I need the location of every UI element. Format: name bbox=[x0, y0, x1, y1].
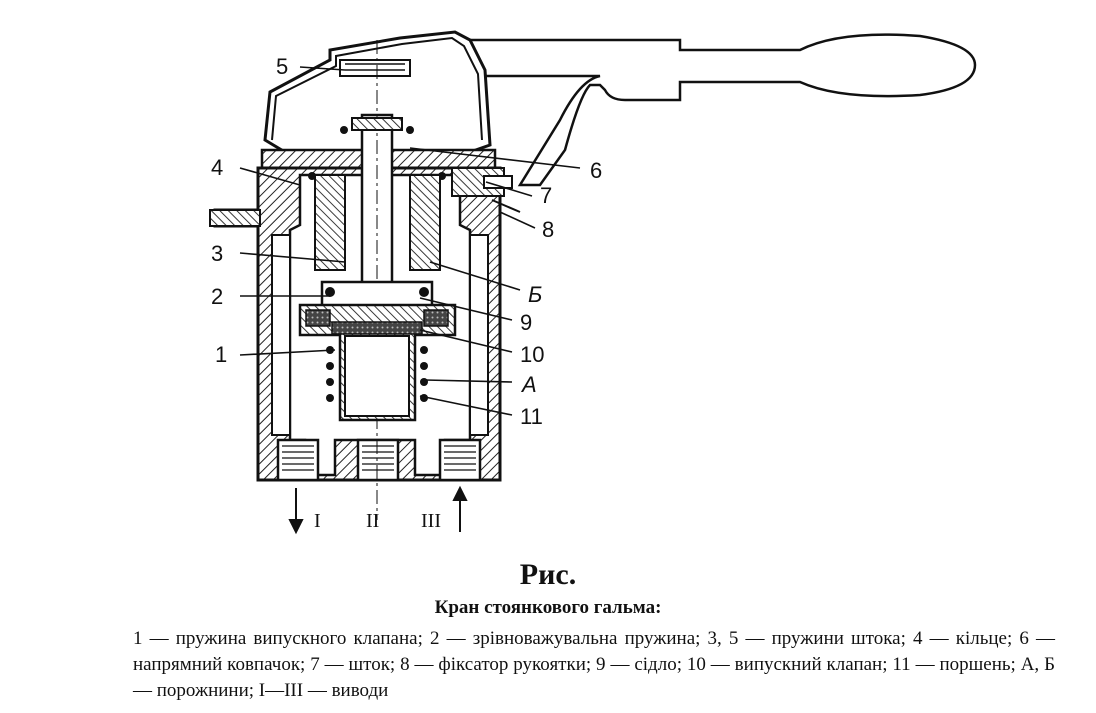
label-9: 9 bbox=[520, 310, 532, 335]
handle bbox=[428, 33, 977, 187]
label-7: 7 bbox=[540, 183, 552, 208]
label-4: 4 bbox=[211, 155, 223, 180]
label-5: 5 bbox=[276, 54, 288, 79]
label-6: 6 bbox=[590, 158, 602, 183]
leader-lines bbox=[239, 66, 581, 416]
callout-labels: 5 4 3 2 1 6 7 8 Б 9 10 А 11 I II III bbox=[211, 54, 602, 532]
label-8: 8 bbox=[542, 217, 554, 242]
figure-legend: 1 — пружина випускного клапана; 2 — зрів… bbox=[133, 628, 1055, 701]
label-port-i: I bbox=[314, 510, 321, 532]
label-1: 1 bbox=[215, 342, 227, 367]
flow-arrows bbox=[288, 485, 468, 535]
label-3: 3 bbox=[211, 241, 223, 266]
label-cavity-b: Б bbox=[528, 282, 542, 307]
label-port-ii: II bbox=[366, 510, 379, 532]
label-11: 11 bbox=[520, 404, 543, 429]
figure-subtitle: Кран стоянкового гальма: bbox=[434, 597, 662, 618]
piston-assembly bbox=[298, 174, 457, 422]
detent bbox=[451, 167, 521, 213]
label-cavity-a: А bbox=[520, 372, 537, 397]
label-10: 10 bbox=[520, 342, 544, 367]
label-2: 2 bbox=[211, 284, 223, 309]
label-port-iii: III bbox=[421, 510, 441, 532]
figure-title: Рис. bbox=[519, 558, 577, 591]
parking-brake-valve-diagram: 5 4 3 2 1 6 7 8 Б 9 10 А 11 I II III bbox=[209, 30, 977, 535]
